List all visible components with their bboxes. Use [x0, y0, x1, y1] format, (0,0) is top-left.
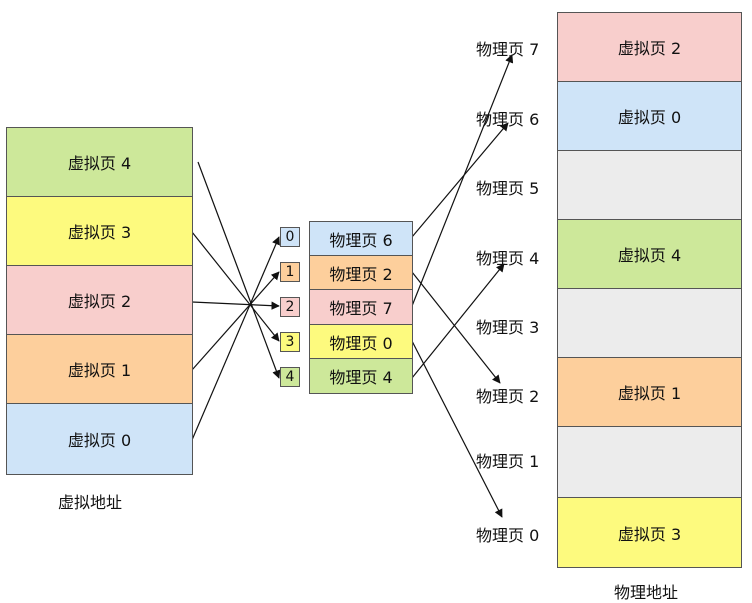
virtual-page-2: 虚拟页 2: [6, 265, 193, 335]
virtual-page-4: 虚拟页 4: [6, 127, 193, 197]
page-table-entry-1: 物理页 2: [309, 255, 413, 290]
physical-label-0: 物理页 0: [476, 526, 540, 545]
virtual-page-1: 虚拟页 1: [6, 334, 193, 404]
page-table-index-3: 3: [280, 332, 300, 352]
virtual-address-caption: 虚拟地址: [58, 493, 123, 512]
page-table-index-2: 2: [280, 297, 300, 317]
arrow-virtual-3-to-index-3: [191, 231, 280, 342]
physical-frame-0: 虚拟页 3: [557, 497, 742, 568]
arrow-virtual-4-to-index-4: [197, 161, 281, 379]
physical-label-4: 物理页 4: [476, 249, 540, 268]
physical-frame-6: 虚拟页 0: [557, 81, 742, 151]
arrow-virtual-2-to-index-2: [191, 301, 280, 310]
physical-address-caption: 物理地址: [614, 583, 679, 602]
page-table-index-1: 1: [280, 262, 300, 282]
arrow-entry-1-to-phys-2: [411, 271, 501, 384]
arrow-entry-0-to-phys-6: [411, 122, 509, 238]
virtual-page-3: 虚拟页 3: [6, 196, 193, 266]
physical-label-1: 物理页 1: [476, 452, 540, 471]
page-table-index-4: 4: [280, 367, 300, 387]
virtual-address-space: 虚拟页 4 虚拟页 3 虚拟页 2 虚拟页 1 虚拟页 0: [6, 127, 193, 475]
physical-frame-3: [557, 288, 742, 358]
physical-label-5: 物理页 5: [476, 179, 540, 198]
physical-frame-4: 虚拟页 4: [557, 219, 742, 289]
arrow-entry-2-to-phys-7: [411, 54, 514, 307]
physical-label-6: 物理页 6: [476, 110, 540, 129]
physical-label-7: 物理页 7: [476, 40, 540, 59]
virtual-page-0: 虚拟页 0: [6, 403, 193, 475]
physical-frame-1: [557, 426, 742, 498]
physical-label-2: 物理页 2: [476, 387, 540, 406]
arrow-entry-4-to-phys-4: [411, 263, 505, 379]
page-table-entry-4: 物理页 4: [309, 358, 413, 394]
physical-frame-5: [557, 150, 742, 220]
page-table-index-0: 0: [280, 227, 300, 247]
page-table-entry-0: 物理页 6: [309, 221, 413, 256]
arrow-entry-3-to-phys-0: [411, 340, 503, 518]
physical-frame-2: 虚拟页 1: [557, 357, 742, 427]
page-table-entry-2: 物理页 7: [309, 289, 413, 325]
page-table-entry-3: 物理页 0: [309, 324, 413, 359]
page-table: 物理页 6 物理页 2 物理页 7 物理页 0 物理页 4: [309, 221, 413, 394]
arrow-virtual-1-to-index-1: [191, 271, 280, 371]
arrow-virtual-0-to-index-0: [191, 236, 280, 441]
physical-label-3: 物理页 3: [476, 318, 540, 337]
physical-frame-7: 虚拟页 2: [557, 12, 742, 82]
physical-address-space: 虚拟页 2 虚拟页 0 虚拟页 4 虚拟页 1 虚拟页 3: [557, 12, 742, 568]
